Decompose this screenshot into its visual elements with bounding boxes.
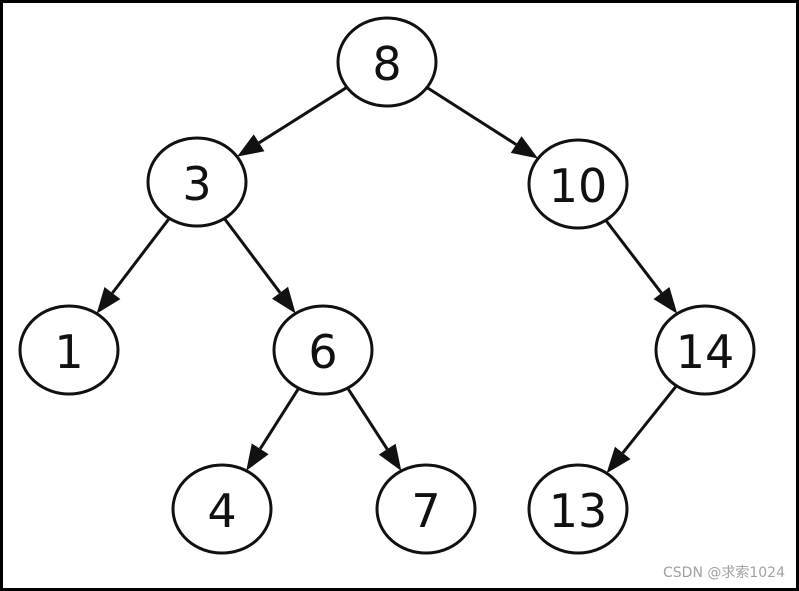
node-label: 1 bbox=[54, 325, 83, 379]
node-label: 7 bbox=[411, 484, 440, 538]
edge-n8-n3 bbox=[258, 86, 348, 145]
node-circle bbox=[18, 304, 120, 396]
arrowhead-n8-n10 bbox=[510, 136, 539, 159]
arrowhead-n3-n6 bbox=[272, 286, 296, 314]
tree-node-4: 4 bbox=[171, 463, 273, 555]
node-circle bbox=[336, 16, 438, 108]
tree-node-10: 10 bbox=[527, 138, 629, 230]
tree-node-7: 7 bbox=[375, 463, 477, 555]
arrowhead-n8-n3 bbox=[237, 134, 265, 157]
arrowhead-n3-n1 bbox=[96, 286, 121, 314]
node-label: 10 bbox=[549, 159, 608, 213]
node-label: 8 bbox=[372, 37, 401, 91]
tree-node-6: 6 bbox=[272, 304, 374, 396]
node-label: 6 bbox=[308, 325, 337, 379]
node-circle bbox=[654, 304, 756, 396]
tree-node-14: 14 bbox=[654, 304, 756, 396]
node-label: 14 bbox=[676, 325, 735, 379]
node-circle bbox=[171, 463, 273, 555]
tree-node-13: 13 bbox=[527, 463, 629, 555]
edge-n3-n6 bbox=[223, 217, 282, 294]
edge-n8-n10 bbox=[426, 86, 517, 146]
node-circle bbox=[527, 138, 629, 230]
arrowhead-n6-n4 bbox=[246, 443, 269, 471]
tree-node-3: 3 bbox=[146, 136, 248, 228]
node-label: 4 bbox=[207, 484, 236, 538]
node-circle bbox=[527, 463, 629, 555]
edge-n10-n14 bbox=[604, 219, 663, 294]
node-label: 13 bbox=[549, 484, 608, 538]
edge-n6-n4 bbox=[258, 387, 300, 450]
arrowhead-n6-n7 bbox=[378, 443, 402, 471]
node-label: 3 bbox=[182, 157, 211, 211]
node-circle bbox=[272, 304, 374, 396]
arrowhead-n14-n13 bbox=[606, 446, 631, 474]
tree-node-8: 8 bbox=[336, 16, 438, 108]
node-circle bbox=[146, 136, 248, 228]
edge-n6-n7 bbox=[346, 387, 389, 450]
tree-node-1: 1 bbox=[18, 304, 120, 396]
edges-layer bbox=[96, 86, 678, 474]
edge-n14-n13 bbox=[621, 384, 678, 454]
watermark: CSDN @求索1024 bbox=[663, 565, 785, 581]
nodes-layer: 8 3 10 1 6 14 4 7 13 bbox=[18, 16, 756, 555]
edge-n3-n1 bbox=[111, 217, 171, 294]
arrowhead-n10-n14 bbox=[653, 287, 678, 314]
node-circle bbox=[375, 463, 477, 555]
